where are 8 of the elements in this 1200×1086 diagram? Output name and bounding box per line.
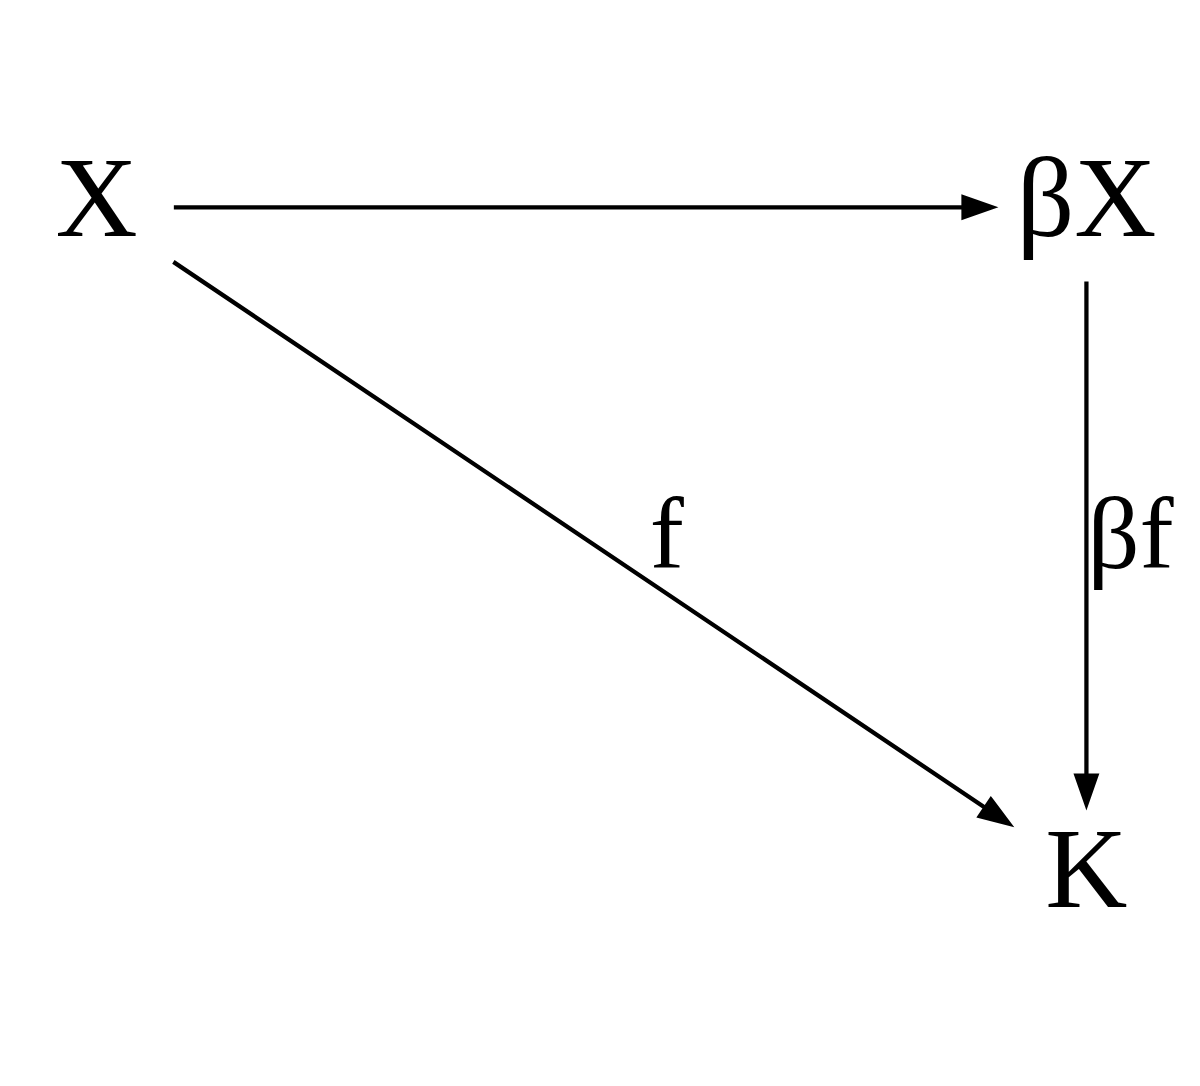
node-text: X [55,134,138,261]
arrow [173,194,999,221]
arrow [1073,281,1100,811]
arrow [172,260,1015,828]
node-text: βX [1016,134,1157,261]
node-text: K [1045,806,1128,933]
edge-label: f [649,477,684,591]
edge-label: βf [1087,477,1174,591]
